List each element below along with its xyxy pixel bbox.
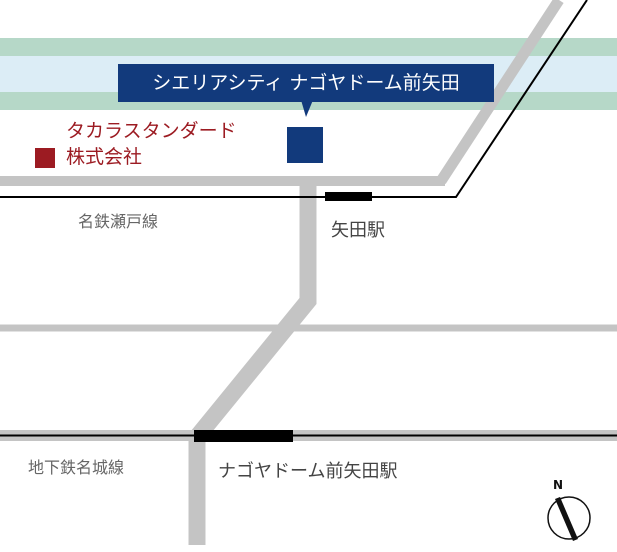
diagonal-road-northeast: [436, 0, 564, 185]
company-marker: [35, 148, 55, 168]
project-name-label: シエリアシティ ナゴヤドーム前矢田: [118, 64, 494, 102]
compass-north-label: N: [553, 478, 564, 492]
compass-icon: [547, 496, 591, 541]
yada-station-platform: [325, 192, 372, 201]
nagoya-dome-mae-yada-station-platform: [194, 430, 293, 442]
yada-station-label: 矢田駅: [331, 220, 385, 241]
company-name-line2: 株式会社: [66, 146, 143, 168]
meitetsu-seto-line-label: 名鉄瀬戸線: [78, 212, 159, 231]
project-location-marker: [287, 127, 323, 163]
project-pointer: [301, 100, 313, 117]
road-main-north-south: [188, 185, 317, 545]
meitetsu-seto-line: [0, 0, 588, 198]
nagoya-dome-mae-yada-station-label: ナゴヤドーム前矢田駅: [218, 461, 398, 482]
subway-meijo-line-label: 地下鉄名城線: [28, 458, 125, 477]
company-name-line1: タカラスタンダード: [66, 120, 237, 142]
